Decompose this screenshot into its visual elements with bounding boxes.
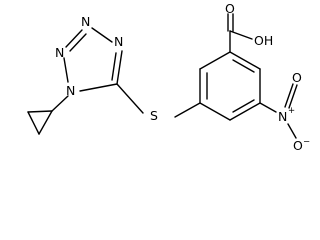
bond-tz-c5-n4-1: [116, 50, 123, 85]
atom-nitro-nitrogen: N: [278, 109, 287, 124]
atom-sulfur: S: [150, 108, 158, 123]
bond-tz-n4-n3: [91, 27, 113, 43]
molecule-diagram: O OH N + O O − S N N N N: [27, 1, 310, 153]
atom-nitro-minus-charge: −: [303, 137, 310, 147]
bond-tz-n1-c5: [79, 83, 118, 92]
bond-n1-cyclopropyl: [51, 95, 69, 112]
bond-cp-1: [27, 110, 53, 113]
bond-n-o-double-2: [284, 83, 294, 108]
bond-ring-6: [199, 51, 231, 70]
bond-ring-3: [229, 102, 261, 121]
atom-carboxyl-oxygen: O: [225, 1, 235, 16]
bond-cp-2: [27, 111, 40, 135]
bond-ring-double-a: [232, 59, 255, 73]
bond-tz-n2-n1: [63, 57, 69, 83]
atom-tetrazole-n1: N: [66, 83, 75, 98]
atom-tetrazole-n2: N: [55, 45, 64, 60]
bond-cp-3: [38, 110, 53, 135]
atom-nitro-oxygen-lower: O: [293, 138, 303, 153]
bond-ring-4: [199, 102, 231, 121]
atom-nitro-plus-charge: +: [288, 106, 295, 116]
bonds: [27, 13, 298, 139]
bond-tz-c5-n4-2: [111, 52, 117, 81]
bond-n-o-single: [287, 123, 297, 139]
bond-ring-s: [174, 102, 201, 118]
atom-nitro-oxygen-upper: O: [292, 70, 302, 85]
atom-tetrazole-n4: N: [114, 34, 123, 49]
atom-labels: O OH N + O O − S N N N N: [55, 1, 310, 153]
bond-s-tetrazole: [116, 83, 144, 114]
bond-n-o-double-1: [288, 84, 298, 109]
bond-tz-n3-n2-1: [65, 29, 83, 48]
bond-tz-n3-n2-2: [69, 33, 87, 52]
atom-hydroxyl: OH: [254, 33, 273, 48]
bond-ring-double-b: [232, 99, 255, 113]
atom-tetrazole-n3: N: [81, 14, 90, 29]
bond-ring-1: [229, 51, 261, 70]
bond-c-nitro: [259, 102, 277, 113]
bond-c-oh: [229, 30, 253, 40]
